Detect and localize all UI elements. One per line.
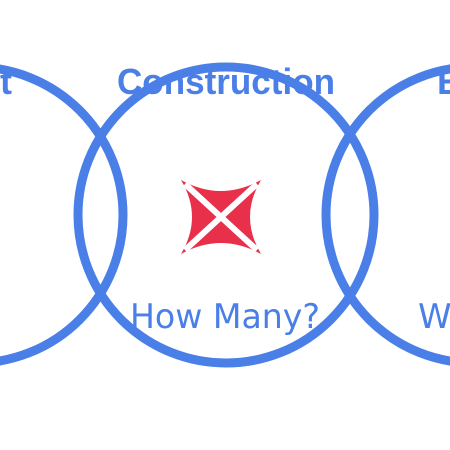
center-circle-question: How Many? <box>130 297 320 337</box>
ring-group <box>0 62 450 368</box>
center-circle-heading: Construction <box>117 61 335 102</box>
left-circle <box>0 64 128 366</box>
left-circle-heading: nt <box>0 61 12 102</box>
right-circle-heading: E <box>437 61 450 102</box>
logo-icon <box>181 180 261 254</box>
right-circle <box>321 64 450 366</box>
right-circle-question: W <box>418 297 450 337</box>
center-circle <box>73 62 379 368</box>
